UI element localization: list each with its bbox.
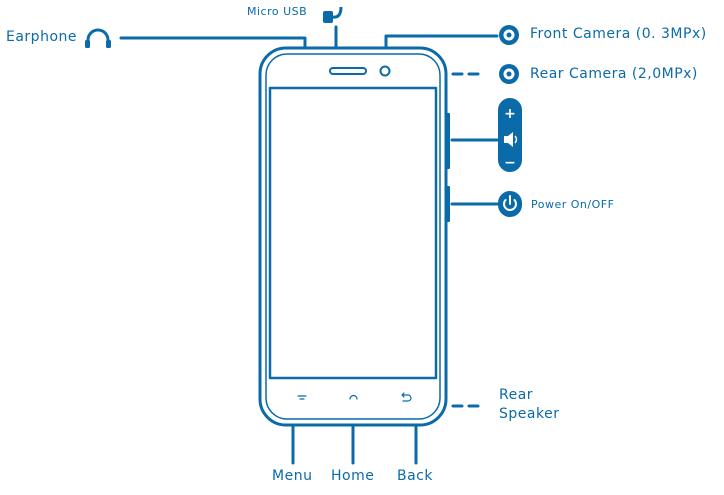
front-camera-label: Front Camera (0. 3MPx) <box>530 26 707 42</box>
micro-usb-label: Micro USB <box>247 5 308 18</box>
micro-usb-icon <box>323 6 343 23</box>
phone-screen <box>268 86 438 380</box>
earphone-label: Earphone <box>6 29 77 45</box>
earphone-icon <box>86 28 110 46</box>
volume-icon: + − <box>498 98 522 172</box>
rear-speaker-label-line1: Rear <box>499 387 534 403</box>
home-label: Home <box>331 468 375 484</box>
front-camera-leader <box>384 34 499 50</box>
speaker-glyph <box>504 132 518 147</box>
earpiece-slot <box>329 67 367 75</box>
power-side-button <box>446 186 450 222</box>
back-label: Back <box>397 468 433 484</box>
phone-inner-frame <box>265 53 441 420</box>
menu-key-icon <box>297 395 307 400</box>
volume-minus-glyph: − <box>504 155 516 171</box>
back-key-icon <box>401 392 412 402</box>
front-camera-icon <box>499 25 519 45</box>
earphone-leader <box>119 36 307 50</box>
rear-camera-label: Rear Camera (2,0MPx) <box>530 66 698 82</box>
earphone-right-cup <box>106 40 111 48</box>
volume-side-button <box>446 113 450 169</box>
home-key-icon <box>349 394 358 400</box>
rear-camera-icon <box>499 64 519 84</box>
menu-label: Menu <box>272 468 313 484</box>
power-label: Power On/OFF <box>531 198 615 211</box>
volume-plus-glyph: + <box>504 106 516 122</box>
front-camera-lens <box>379 65 391 77</box>
phone-outer-frame <box>258 46 448 427</box>
power-icon <box>498 191 522 217</box>
earphone-left-cup <box>85 40 90 48</box>
rear-speaker-label-line2: Speaker <box>499 406 560 422</box>
